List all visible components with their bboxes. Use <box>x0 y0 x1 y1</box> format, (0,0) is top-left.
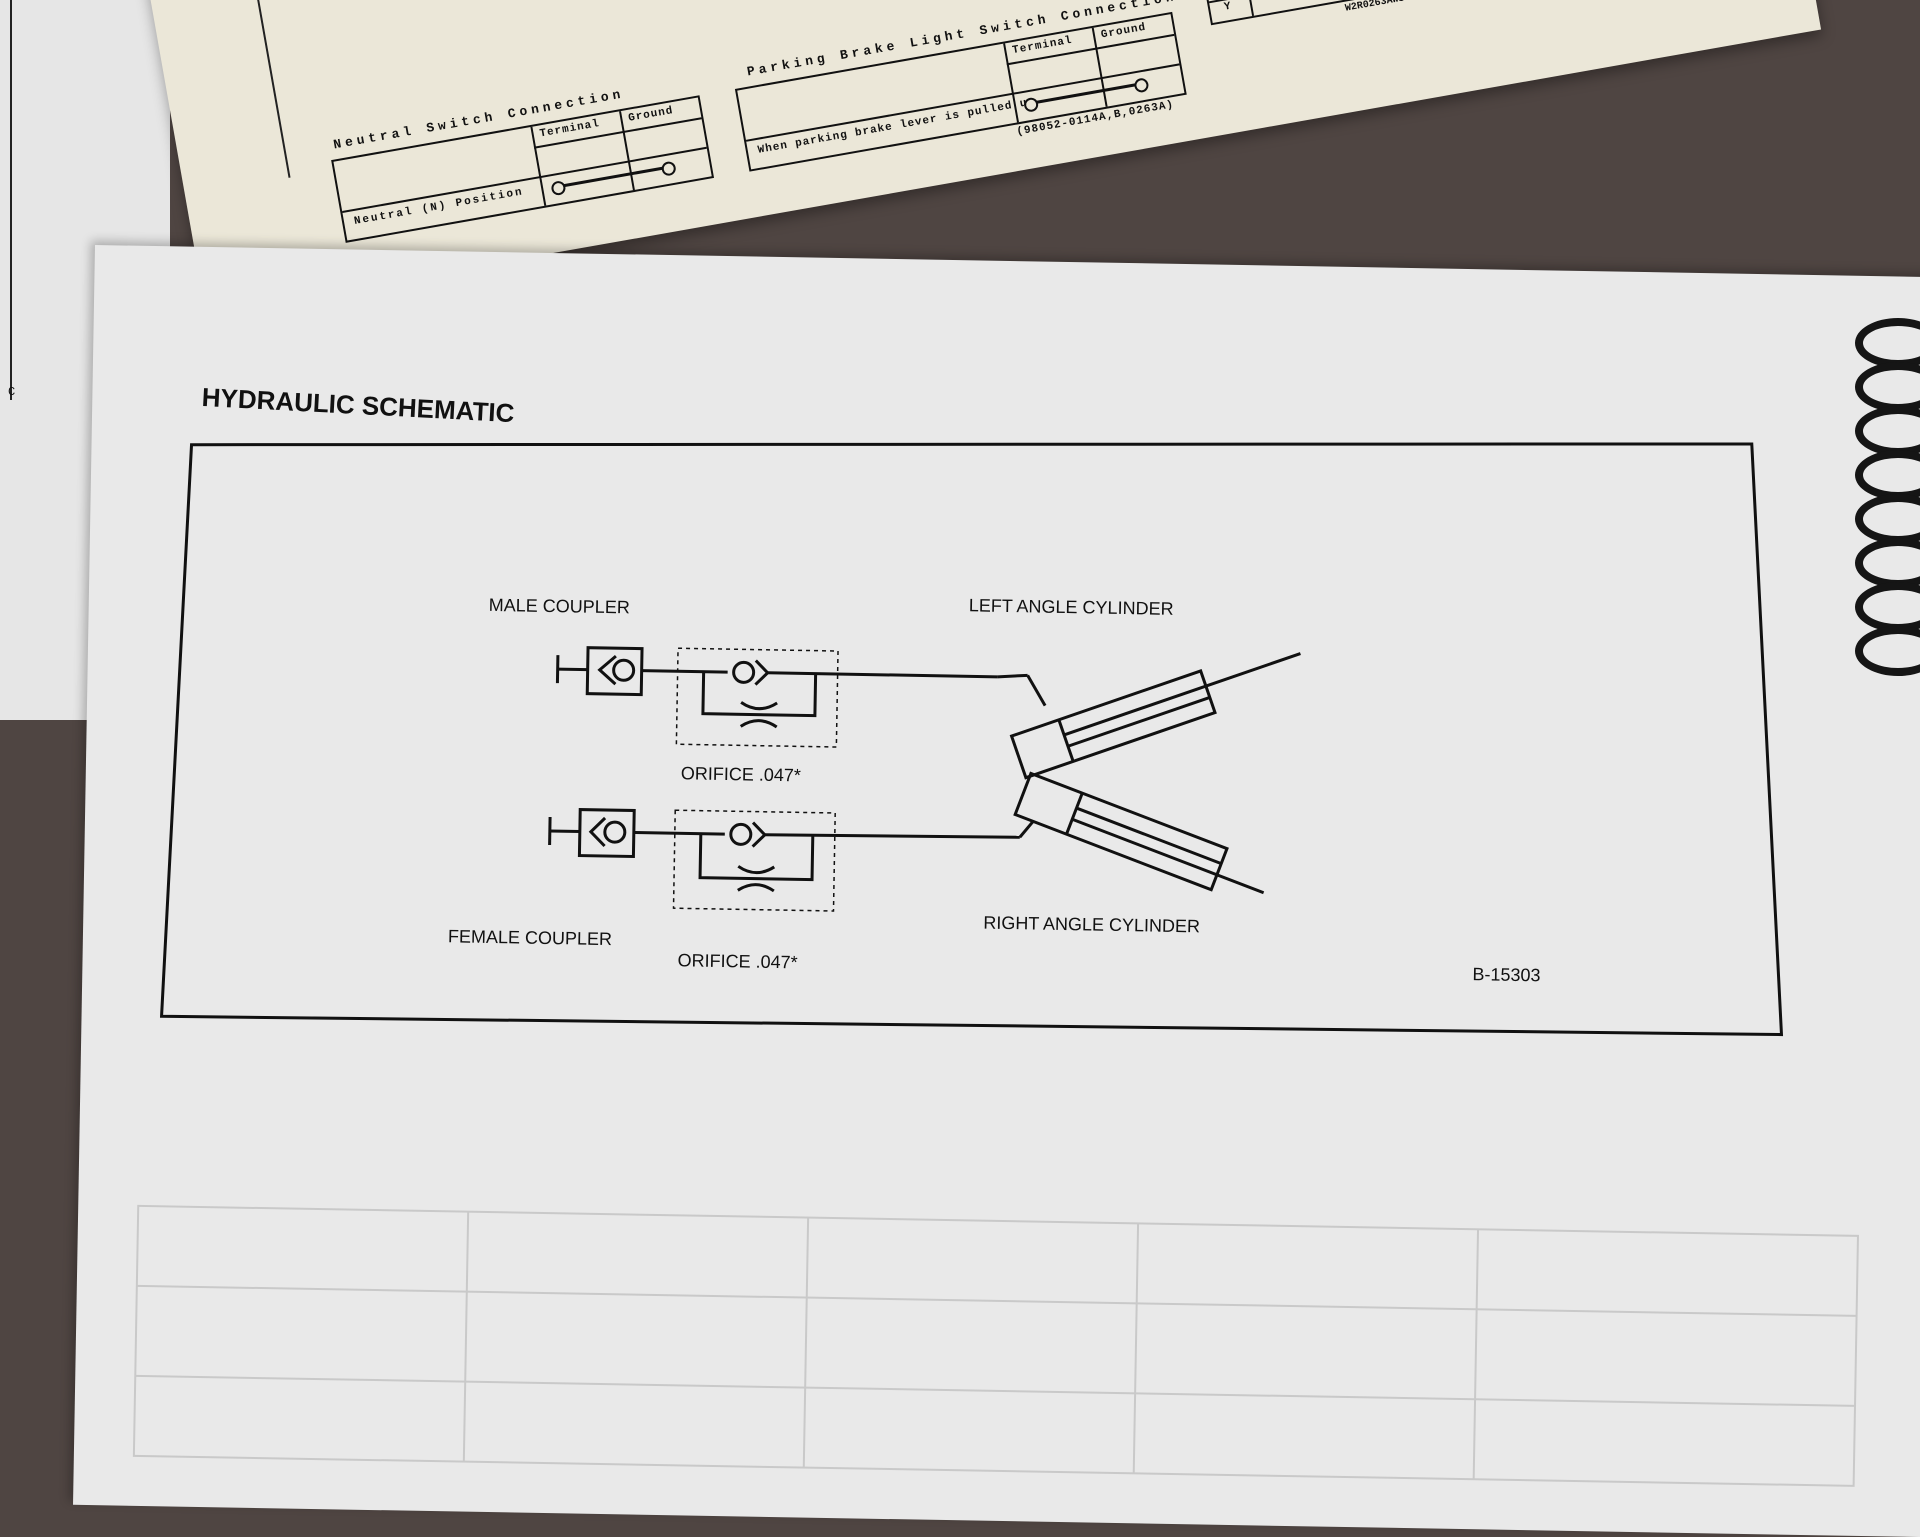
check-valve-seat <box>755 661 767 685</box>
right-cylinder-label: RIGHT ANGLE CYLINDER <box>983 913 1200 938</box>
bleed-through-table <box>134 1206 1858 1486</box>
col-ground: Ground <box>627 105 674 125</box>
check-valve-ball <box>731 824 751 844</box>
left-cylinder-label: LEFT ANGLE CYLINDER <box>969 595 1174 620</box>
back-page-margin-rule <box>243 0 290 178</box>
line-bottom-main <box>765 833 1020 839</box>
table-divider <box>1241 0 1254 16</box>
female-coupler-ball <box>605 822 625 842</box>
terminal-circle <box>1023 97 1039 113</box>
orifice-restriction <box>738 866 774 873</box>
orifice-restriction <box>738 884 774 891</box>
right-cylinder-rod <box>1077 808 1222 864</box>
main-manual-page: HYDRAULIC SCHEMATIC <box>73 245 1920 1537</box>
line-top-main <box>768 673 998 677</box>
schematic-frame <box>162 416 1792 1044</box>
neutral-row-label: Neutral (N) Position <box>353 186 525 228</box>
male-coupler-label: MALE COUPLER <box>489 595 630 618</box>
female-coupler-label: FEMALE COUPLER <box>448 926 612 950</box>
color-code: Y <box>1223 1 1232 14</box>
male-coupler-ball <box>613 660 633 680</box>
left-page-rule <box>10 0 12 400</box>
female-coupler-stem <box>550 831 580 832</box>
check-valve-ball <box>733 662 753 682</box>
right-cylinder-piston <box>1066 793 1082 834</box>
ground-circle <box>1133 77 1149 93</box>
left-page-corner-label: C <box>8 385 15 399</box>
right-cylinder-barrel <box>1015 773 1227 889</box>
ground-circle <box>661 161 677 177</box>
orifice-restriction <box>741 720 777 727</box>
female-coupler-check <box>591 818 605 846</box>
orifice-bottom-label: ORIFICE .047* <box>677 950 797 973</box>
right-cylinder-rod <box>1072 819 1263 892</box>
line-to-right-cylinder <box>1020 821 1033 837</box>
parking-row-label: When parking brake lever is pulled up <box>757 96 1036 157</box>
photo-scene: C Neutral Switch Connection Terminal Gro… <box>0 0 1920 1440</box>
line-to-left-cylinder <box>1027 675 1046 705</box>
hydraulic-schematic-drawing <box>73 245 1920 1537</box>
line-bottom-left <box>634 832 725 834</box>
check-valve-seat <box>753 823 765 847</box>
orifice-top-label: ORIFICE .047* <box>681 763 801 786</box>
left-cylinder-piston <box>1059 720 1073 762</box>
table-divider <box>342 147 707 213</box>
table-divider <box>746 63 1180 141</box>
terminal-circle <box>550 180 566 196</box>
back-figure-id: W2R0263AWS C <box>1344 0 1417 15</box>
line-to-left-cylinder <box>998 675 1028 678</box>
col-ground: Ground <box>1100 22 1147 42</box>
left-cylinder-barrel <box>1012 671 1215 778</box>
line-top-left <box>642 671 728 673</box>
orifice-restriction <box>741 702 777 709</box>
male-coupler-stem <box>558 669 588 670</box>
figure-id-label: B-15303 <box>1472 964 1540 986</box>
